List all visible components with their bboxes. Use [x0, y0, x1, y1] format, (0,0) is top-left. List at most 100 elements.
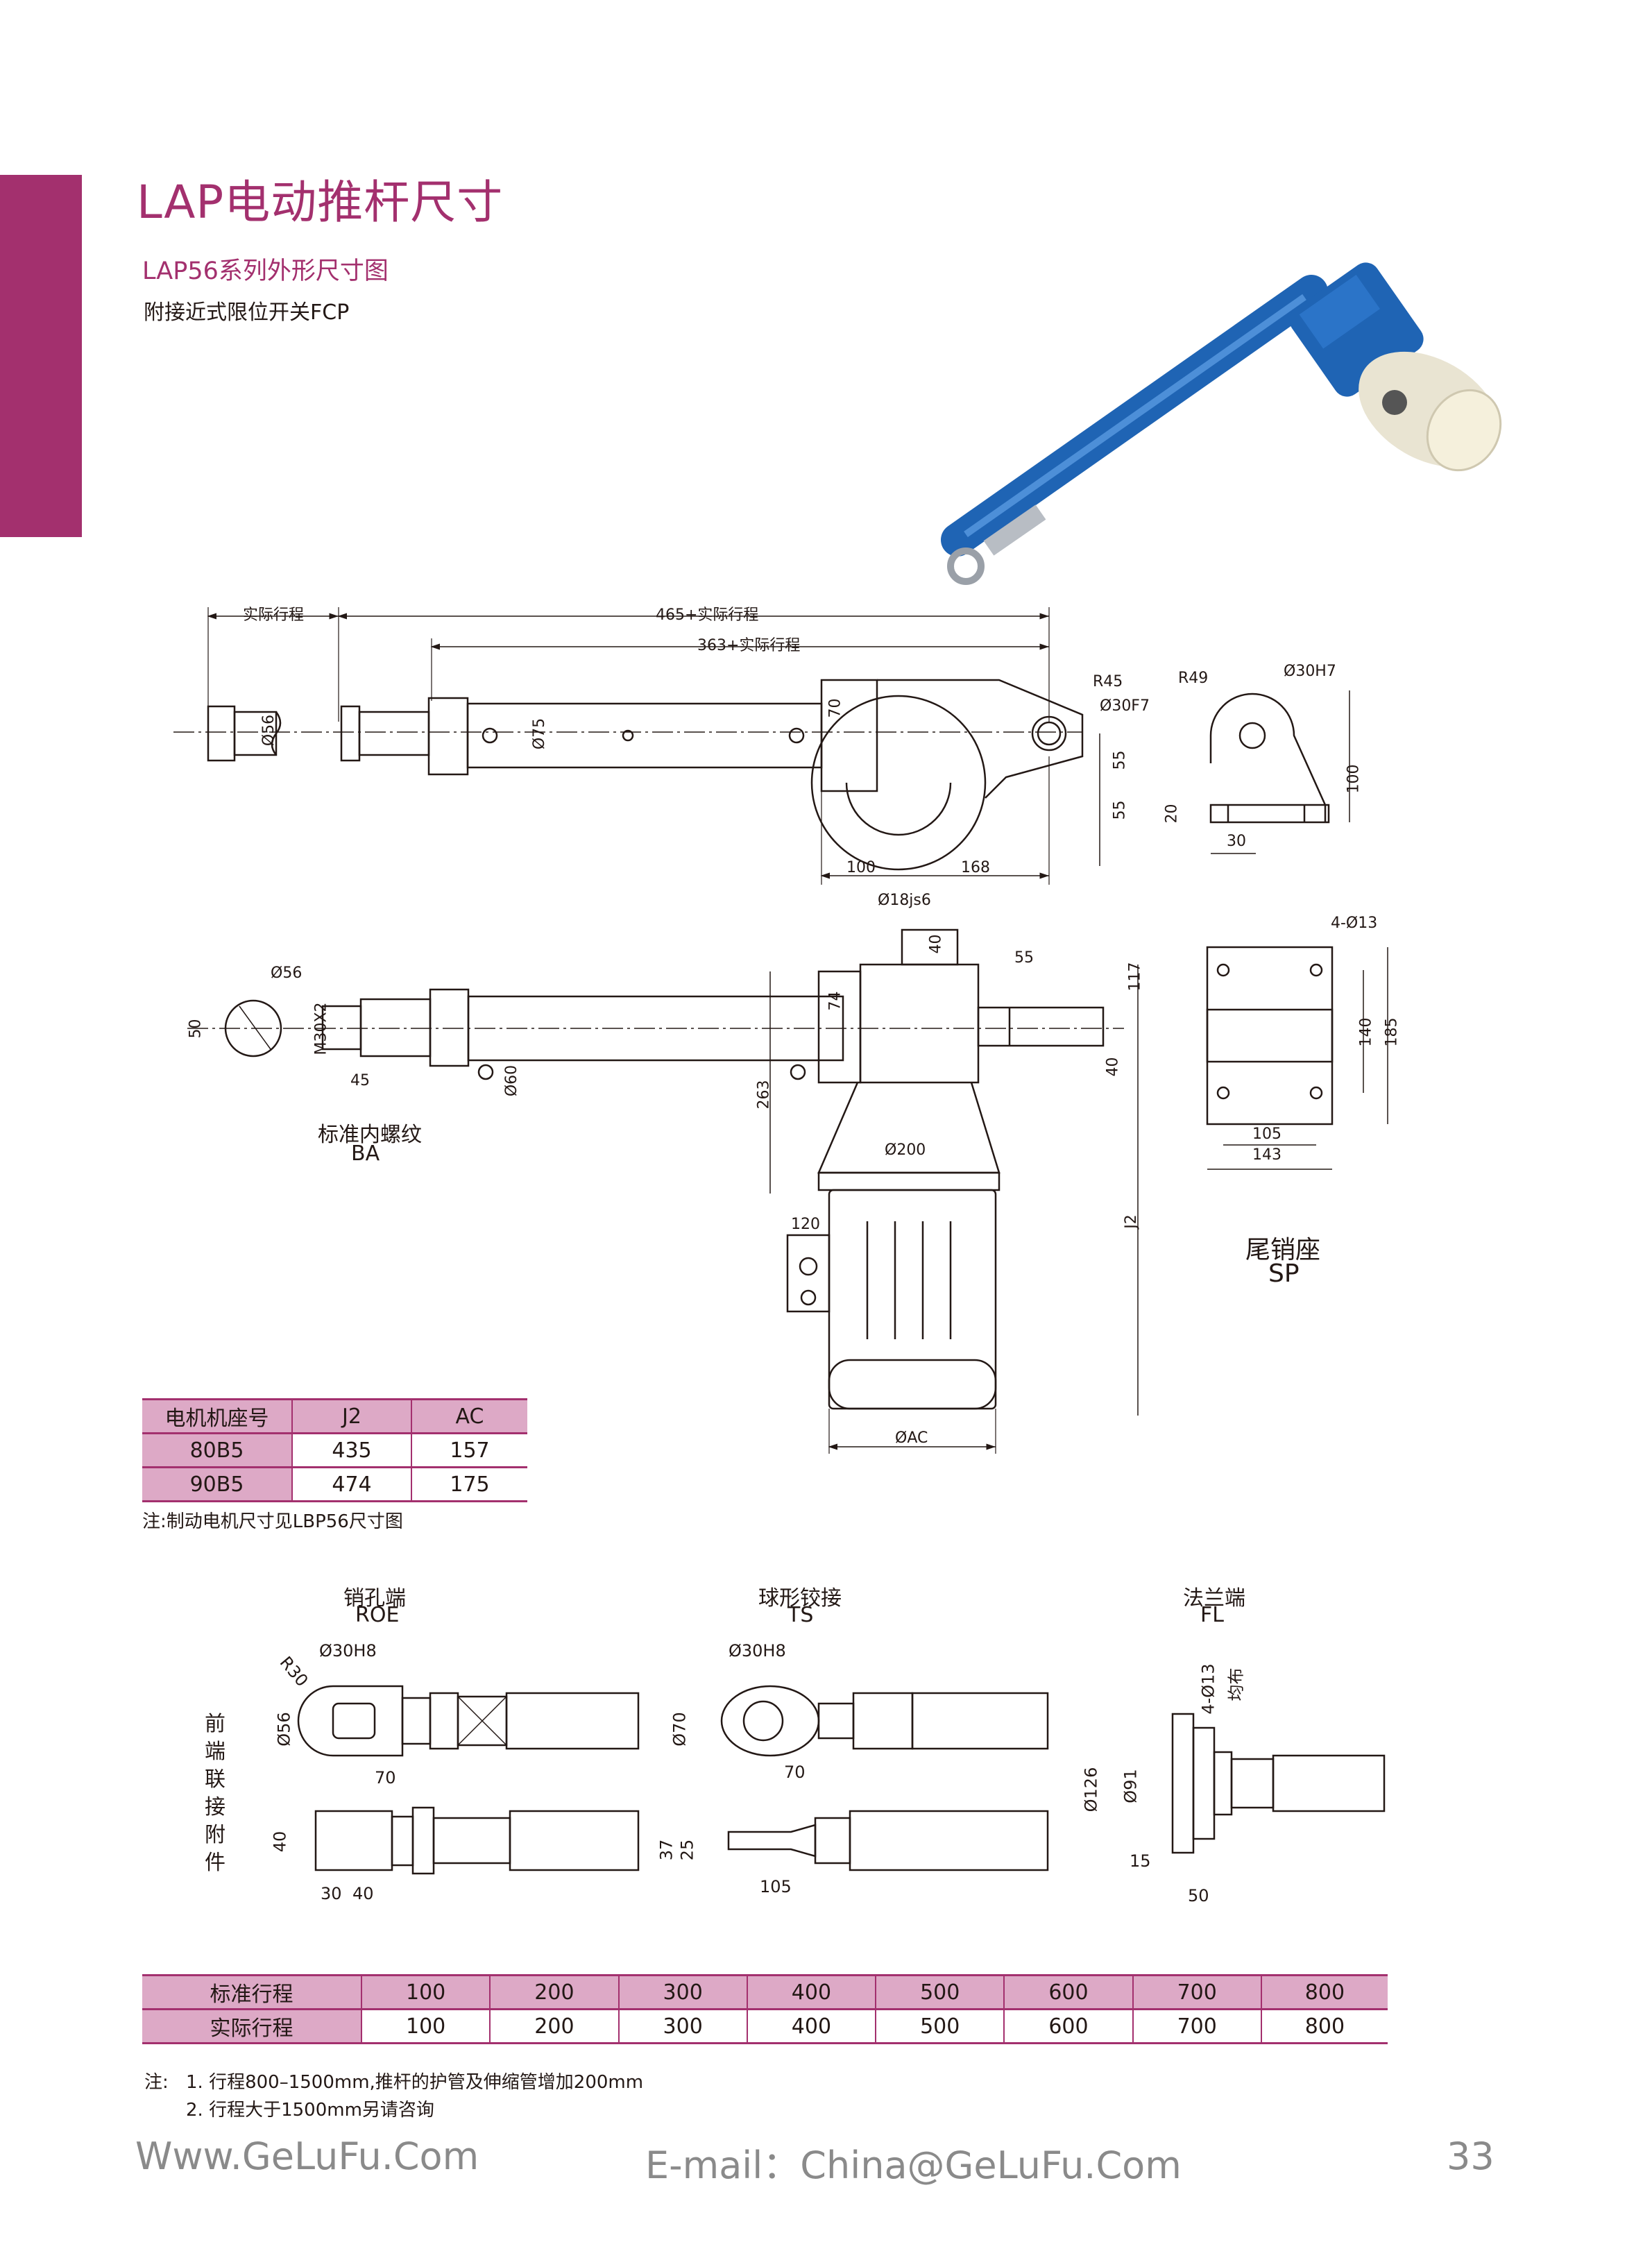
dim-55-shaft: 55: [1014, 949, 1034, 967]
stroke-cell: 800: [1304, 1980, 1345, 2005]
roe-dim-40b: 40: [352, 1884, 374, 1903]
page-subnote: 附接近式限位开关FCP: [144, 300, 350, 325]
motor-header: 电机机座号: [142, 1399, 293, 1434]
dim-50: 50: [187, 1019, 205, 1039]
ac-header: AC: [455, 1404, 484, 1429]
ts-dim-25: 25: [677, 1839, 697, 1861]
dim-bracket-20: 20: [1163, 804, 1181, 824]
page-number: 33: [1447, 2134, 1495, 2178]
ts-label-en: TS: [787, 1603, 814, 1627]
fl-dim-uniform: 均布: [1226, 1667, 1246, 1701]
fl-dim-d126: Ø126: [1081, 1767, 1101, 1812]
dim-74: 74: [826, 991, 844, 1011]
fl-label-cn: 法兰端: [1183, 1586, 1245, 1611]
dim-d75: Ø75: [531, 717, 549, 750]
dim-j2: J2: [1122, 1214, 1140, 1229]
fl-dim-d91: Ø91: [1121, 1769, 1141, 1803]
stroke-cell: 500: [876, 1975, 1005, 2010]
roe-dim-40: 40: [270, 1831, 290, 1853]
stroke-cell: 400: [747, 1975, 877, 2010]
dim-4-d13: 4-Ø13: [1331, 915, 1378, 932]
stroke-cell: 500: [876, 2009, 1005, 2044]
table-row: 90B5 474 175: [142, 1467, 527, 1502]
ba-label-cn: 标准内螺纹: [318, 1123, 422, 1147]
dim-105: 105: [1252, 1126, 1281, 1143]
table-row: 实际行程 100 200 300 400 500 600 700 800: [142, 2009, 1388, 2044]
dim-55-bottom: 55: [1111, 800, 1129, 820]
dim-168: 168: [961, 859, 990, 876]
fl-dim-50: 50: [1188, 1886, 1209, 1905]
dim-140: 140: [1357, 1017, 1375, 1047]
side-view-outline: [173, 607, 1100, 885]
front-attachment-label: 前 端 联 接 附 件: [205, 1712, 225, 1875]
j2-cell: 474: [292, 1467, 412, 1502]
ac-cell: 175: [450, 1472, 490, 1497]
notes-line-2: 2. 行程大于1500mm另请咨询: [186, 2100, 434, 2121]
top-view-outline: [187, 928, 1139, 1454]
sp-label-cn: 尾销座: [1245, 1236, 1321, 1264]
stroke-cell: 600: [1004, 1975, 1134, 2010]
motor-table: 电机机座号 J2 AC 80B5 435 157 90B5 474 175: [142, 1398, 527, 1502]
roe-dim-d56: Ø56: [274, 1712, 294, 1747]
sp-label-en: SP: [1268, 1259, 1300, 1288]
roe-label-cn: 销孔端: [343, 1586, 406, 1611]
motor-table-note: 注:制动电机尺寸见LBP56尺寸图: [142, 1511, 403, 1532]
table-row: 标准行程 100 200 300 400 500 600 700 800: [142, 1975, 1388, 2010]
dim-d56: Ø56: [260, 714, 278, 747]
j2-cell: 435: [292, 1433, 412, 1468]
dim-r45: R45: [1093, 673, 1123, 690]
stroke-cell: 200: [490, 1975, 620, 2010]
dim-d60: Ø60: [503, 1064, 521, 1097]
sidebar-accent-bar: [0, 175, 82, 537]
ts-dim-37: 37: [656, 1839, 676, 1861]
dim-45: 45: [350, 1072, 370, 1089]
sp-view-outline: [1206, 946, 1388, 1170]
dim-d56-top: Ø56: [271, 965, 303, 982]
fl-dim-4-d13: 4-Ø13: [1198, 1663, 1218, 1715]
stroke-cell: 200: [490, 2009, 620, 2044]
stroke-cell: 600: [1004, 2009, 1134, 2044]
dim-d30h7: Ø30H7: [1284, 663, 1336, 680]
dim-40-gear: 40: [1104, 1057, 1122, 1077]
table-row: 电机机座号 J2 AC: [142, 1399, 527, 1434]
ts-dim-70: 70: [784, 1763, 806, 1782]
dim-stroke: 实际行程: [243, 606, 305, 624]
dim-100: 100: [846, 859, 876, 876]
page-title: LAP电动推杆尺寸: [137, 176, 504, 229]
roe-dim-30: 30: [321, 1884, 342, 1903]
stroke-cell: 400: [747, 2009, 877, 2044]
roe-label-en: ROE: [355, 1603, 400, 1627]
stroke-cell: 300: [618, 2009, 748, 2044]
fl-label-en: FL: [1200, 1603, 1224, 1627]
dim-120: 120: [791, 1216, 820, 1233]
j2-header: J2: [292, 1399, 412, 1434]
stroke-table: 标准行程 100 200 300 400 500 600 700 800 实际行…: [142, 1974, 1388, 2044]
standard-stroke-header: 标准行程: [142, 1975, 362, 2010]
stroke-cell: 300: [618, 1975, 748, 2010]
actuator-photo: [941, 262, 1502, 585]
dim-bracket-100: 100: [1345, 764, 1363, 794]
roe-dim-70: 70: [375, 1768, 396, 1787]
dim-363-stroke: 363+实际行程: [697, 637, 801, 654]
ts-dim-105: 105: [760, 1877, 792, 1896]
dim-70: 70: [826, 698, 844, 718]
ts-dim-d70: Ø70: [670, 1712, 690, 1747]
footer-website: Www.GeLuFu.Com: [135, 2134, 479, 2178]
dim-117: 117: [1126, 962, 1144, 992]
tail-bracket-outline: [1209, 690, 1350, 854]
motor-cell: 80B5: [142, 1433, 293, 1468]
dim-m30x2: M30X2: [312, 1002, 330, 1055]
notes-line-1: 1. 行程800–1500mm,推杆的护管及伸缩管增加200mm: [186, 2072, 644, 2093]
dim-r49: R49: [1178, 670, 1209, 687]
notes-prefix: 注:: [144, 2072, 169, 2093]
dim-40-shaft: 40: [927, 934, 945, 954]
attachments-outline: [297, 1685, 1386, 1875]
dim-185: 185: [1383, 1017, 1401, 1047]
stroke-cell: 100: [361, 2009, 491, 2044]
fl-dim-15: 15: [1130, 1851, 1151, 1871]
roe-dim-d30h8: Ø30H8: [319, 1641, 377, 1661]
stroke-cell: 800: [1304, 2014, 1345, 2039]
dim-d18js6: Ø18js6: [878, 892, 931, 909]
ac-cell: 157: [450, 1438, 490, 1463]
table-row: 80B5 435 157: [142, 1433, 527, 1468]
